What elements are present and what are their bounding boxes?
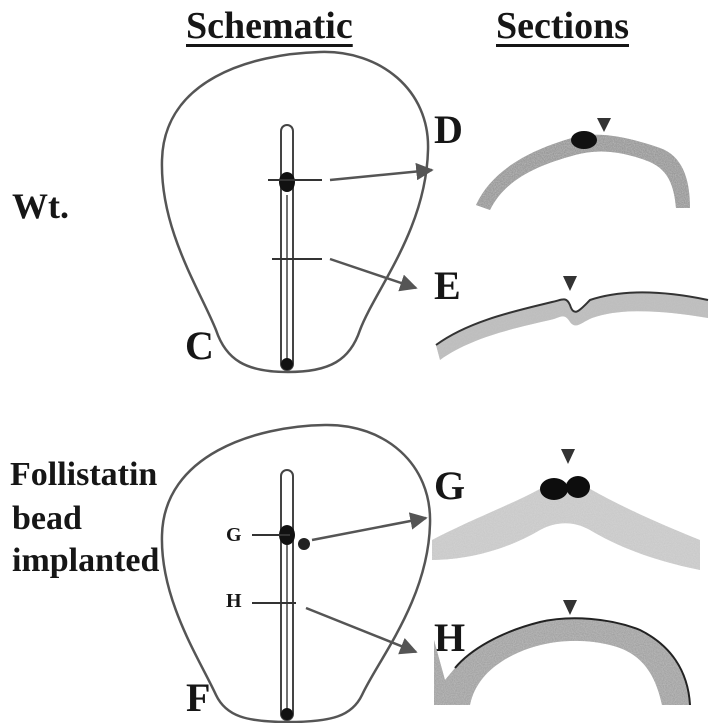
section-image-g bbox=[432, 449, 700, 570]
embryo-outline bbox=[162, 52, 428, 372]
arrowhead-marker bbox=[563, 600, 577, 615]
follistatin-bead bbox=[298, 538, 310, 550]
arrow-to-e bbox=[330, 259, 416, 288]
embryo-outline bbox=[162, 425, 430, 722]
node-mark bbox=[279, 172, 295, 192]
section-image-h bbox=[434, 600, 690, 705]
posterior-mark bbox=[281, 358, 293, 370]
section-image-e bbox=[436, 276, 708, 360]
embryo-schematic-follistatin bbox=[162, 425, 430, 722]
arrow-to-g bbox=[312, 518, 426, 540]
section-image-d bbox=[476, 118, 690, 210]
arrowhead-marker bbox=[561, 449, 575, 464]
embryo-schematic-wildtype bbox=[162, 52, 432, 372]
posterior-mark bbox=[281, 708, 293, 720]
arrowhead-marker bbox=[597, 118, 611, 132]
arrow-to-d bbox=[330, 170, 432, 180]
arrowhead-marker bbox=[563, 276, 577, 291]
